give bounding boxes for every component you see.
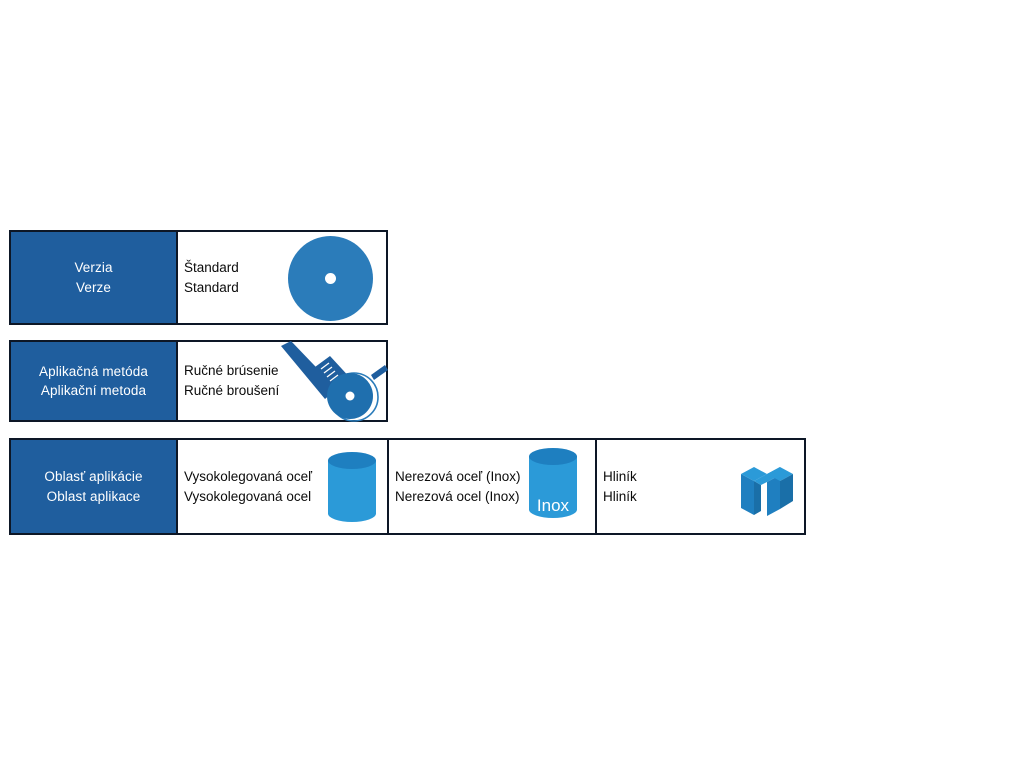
grinder-motor-housing	[315, 356, 353, 394]
row-method-label-line2: Aplikační metoda	[40, 383, 147, 398]
aluminium-beam-icon	[737, 452, 799, 529]
grinding-disc-icon	[288, 236, 373, 321]
cell-standard-line2: Standard	[184, 279, 239, 295]
row-area-label-cell: Oblasť aplikácie Oblast aplikace	[11, 440, 178, 533]
inox-billet-label: Inox	[536, 496, 570, 515]
grinding-disc-body	[288, 236, 373, 321]
cell-high-alloy-steel: Vysokolegovaná oceľ Vysokolegovaná ocel	[178, 440, 387, 533]
inox-billet-icon: Inox	[529, 448, 577, 518]
cell-manual-grinding-line2: Ručné broušení	[184, 383, 280, 398]
steel-billet-icon	[328, 452, 376, 522]
steel-billet-cylinder	[328, 452, 376, 522]
cell-stainless-steel-line1: Nerezová oceľ (Inox)	[395, 468, 521, 484]
cell-manual-grinding-text: Ručné brúsenie Ručné broušení	[184, 361, 279, 400]
grinding-disc-hole	[325, 273, 336, 284]
cell-stainless-steel-line2: Nerezová ocel (Inox)	[395, 488, 520, 504]
row-method: Aplikačná metóda Aplikační metoda Ručné …	[9, 340, 388, 422]
grinder-disc-outline	[329, 372, 379, 422]
grinder-vent-slots	[320, 362, 345, 390]
cell-high-alloy-steel-text: Vysokolegovaná oceľ Vysokolegovaná ocel	[184, 467, 312, 506]
row-version: Verzia Verze Štandard Standard	[9, 230, 388, 325]
cell-standard: Štandard Standard	[178, 232, 386, 323]
beam-right-flange-top	[767, 467, 793, 481]
beam-left-flange-front	[741, 474, 754, 515]
inox-billet-body	[529, 456, 577, 510]
cell-manual-grinding: Ručné brúsenie Ručné broušení	[178, 341, 388, 422]
cell-aluminium-line2: Hliník	[603, 488, 637, 504]
row-method-label-line1: Aplikačná metóda	[39, 363, 148, 379]
aluminium-beam-svg	[741, 467, 793, 516]
grinder-disc-guard	[327, 373, 373, 419]
beam-right-flange-outer	[780, 474, 793, 509]
inox-billet-cylinder: Inox	[529, 448, 577, 518]
beam-web-top	[754, 474, 767, 485]
row-area-label-line2: Oblast aplikace	[46, 488, 141, 504]
row-version-label-line1: Verzia	[74, 260, 113, 276]
cell-aluminium: Hliník Hliník	[595, 440, 804, 533]
grinder-disc-hole	[345, 391, 355, 401]
row-version-label-line2: Verze	[75, 279, 112, 295]
cell-stainless-steel: Nerezová oceľ (Inox) Nerezová ocel (Inox…	[387, 440, 595, 533]
beam-right-flange-front	[767, 475, 780, 516]
steel-billet-body	[328, 460, 376, 514]
row-application-area: Oblasť aplikácie Oblast aplikace Vysokol…	[9, 438, 806, 535]
cell-aluminium-text: Hliník Hliník	[603, 467, 637, 506]
cell-stainless-steel-text: Nerezová oceľ (Inox) Nerezová ocel (Inox…	[395, 467, 521, 506]
cell-high-alloy-steel-line1: Vysokolegovaná oceľ	[184, 468, 313, 484]
cell-standard-text: Štandard Standard	[184, 258, 239, 297]
angle-grinder-svg	[281, 341, 388, 422]
steel-billet-bottom	[328, 505, 376, 522]
steel-billet-top	[328, 452, 376, 469]
beam-right-flange-bridge	[767, 467, 780, 482]
beam-left-flange-top	[741, 467, 767, 481]
grinder-body	[281, 341, 337, 399]
cell-aluminium-line1: Hliník	[603, 468, 637, 484]
inox-billet-bottom	[529, 501, 577, 518]
row-area-label-line1: Oblasť aplikácie	[44, 469, 143, 485]
row-method-label-cell: Aplikačná metóda Aplikační metoda	[11, 342, 178, 420]
row-version-label-cell: Verzia Verze	[11, 232, 178, 323]
angle-grinder-icon	[275, 339, 390, 428]
grinder-side-handle	[371, 365, 388, 380]
cell-manual-grinding-line1: Ručné brúsenie	[184, 363, 279, 379]
cell-standard-line1: Štandard	[184, 259, 239, 275]
cell-high-alloy-steel-line2: Vysokolegovaná ocel	[184, 488, 312, 504]
beam-web-front	[754, 481, 761, 515]
inox-billet-top	[529, 448, 577, 465]
